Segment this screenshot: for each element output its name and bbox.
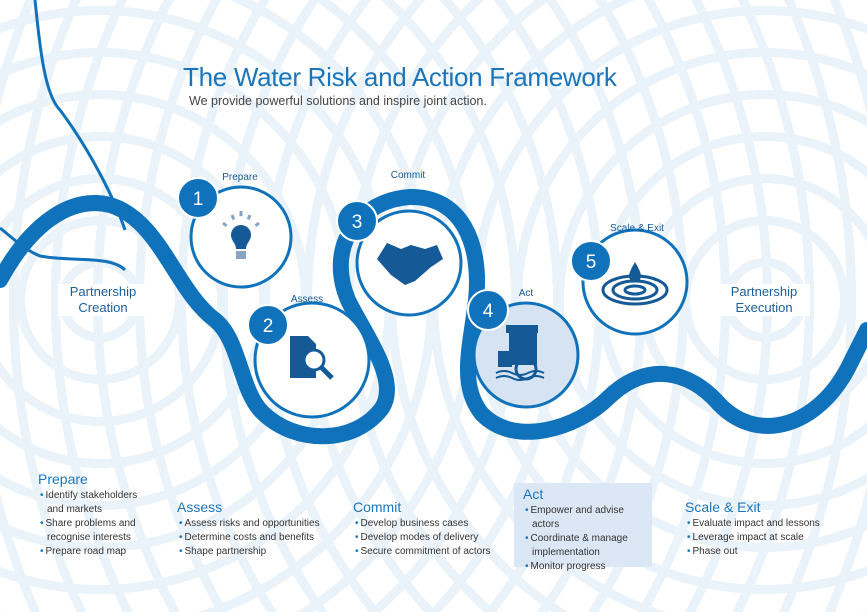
step-number: 2: [263, 316, 274, 337]
detail-list: Evaluate impact and lessonsLeverage impa…: [685, 517, 835, 559]
detail-title: Prepare: [38, 471, 88, 487]
step-3[interactable]: 3 Commit: [336, 170, 463, 317]
watermill-icon: [495, 325, 545, 381]
step-label: Prepare: [222, 172, 258, 183]
step-number: 1: [193, 189, 204, 210]
detail-item: Share problems and recognise interests: [38, 517, 148, 545]
step-label: Commit: [391, 170, 426, 181]
detail-column-assess: AssessAssess risks and opportunitiesDete…: [177, 500, 337, 559]
step-1[interactable]: 1 Prepare: [177, 172, 293, 289]
lightbulb-icon: [222, 211, 260, 259]
detail-item: Evaluate impact and lessons: [685, 517, 835, 531]
step-number-badge: [570, 240, 612, 282]
detail-column-commit: CommitDevelop business casesDevelop mode…: [353, 500, 503, 559]
step-2[interactable]: 2 Assess: [247, 294, 371, 419]
page-title: The Water Risk and Action Framework: [183, 62, 617, 92]
step-number-badge: [177, 177, 219, 219]
detail-title: Act: [523, 486, 544, 502]
region-partnership-execution: Partnership Execution: [718, 284, 810, 316]
water-drop-icon: [601, 262, 669, 306]
step-number: 3: [352, 212, 363, 233]
step-number-badge: [467, 289, 509, 331]
detail-list: Identify stakeholders and marketsShare p…: [38, 489, 148, 559]
step-5[interactable]: 5 Scale & Exit: [570, 223, 689, 336]
tributary-branch: [0, 0, 127, 272]
detail-item: Determine costs and benefits: [177, 531, 337, 545]
detail-title: Commit: [353, 499, 402, 515]
detail-item: Monitor progress: [523, 560, 653, 574]
detail-item: Secure commitment of actors: [353, 545, 503, 559]
step-number-badge: [247, 304, 289, 346]
step-number-badge: [336, 200, 378, 242]
detail-column-scale-exit: Scale & ExitEvaluate impact and lessonsL…: [685, 500, 835, 559]
detail-column-act: ActEmpower and advise actorsCoordinate &…: [523, 487, 653, 574]
page-subtitle: We provide powerful solutions and inspir…: [189, 94, 487, 108]
detail-item: Develop modes of delivery: [353, 531, 503, 545]
step-4[interactable]: 4 Act: [467, 288, 580, 409]
detail-item: Develop business cases: [353, 517, 503, 531]
detail-item: Leverage impact at scale: [685, 531, 835, 545]
detail-title: Scale & Exit: [685, 499, 761, 515]
step-number: 5: [586, 252, 597, 273]
detail-list: Empower and advise actorsCoordinate & ma…: [523, 504, 653, 574]
step-label: Act: [519, 288, 534, 299]
detail-title: Assess: [177, 499, 223, 515]
detail-item: Prepare road map: [38, 545, 148, 559]
detail-list: Develop business casesDevelop modes of d…: [353, 517, 503, 559]
document-search-icon: [290, 336, 334, 380]
detail-item: Assess risks and opportunities: [177, 517, 337, 531]
handshake-icon: [377, 243, 443, 285]
detail-item: Shape partnership: [177, 545, 337, 559]
detail-item: Identify stakeholders and markets: [38, 489, 148, 517]
region-partnership-creation: Partnership Creation: [58, 284, 148, 316]
step-label: Assess: [291, 294, 323, 305]
detail-item: Phase out: [685, 545, 835, 559]
detail-list: Assess risks and opportunitiesDetermine …: [177, 517, 337, 559]
step-label: Scale & Exit: [610, 223, 664, 234]
step-number: 4: [483, 301, 494, 322]
detail-item: Empower and advise actors: [523, 504, 653, 532]
detail-item: Coordinate & manage implementation: [523, 532, 653, 560]
detail-column-prepare: PrepareIdentify stakeholders and markets…: [38, 472, 148, 559]
